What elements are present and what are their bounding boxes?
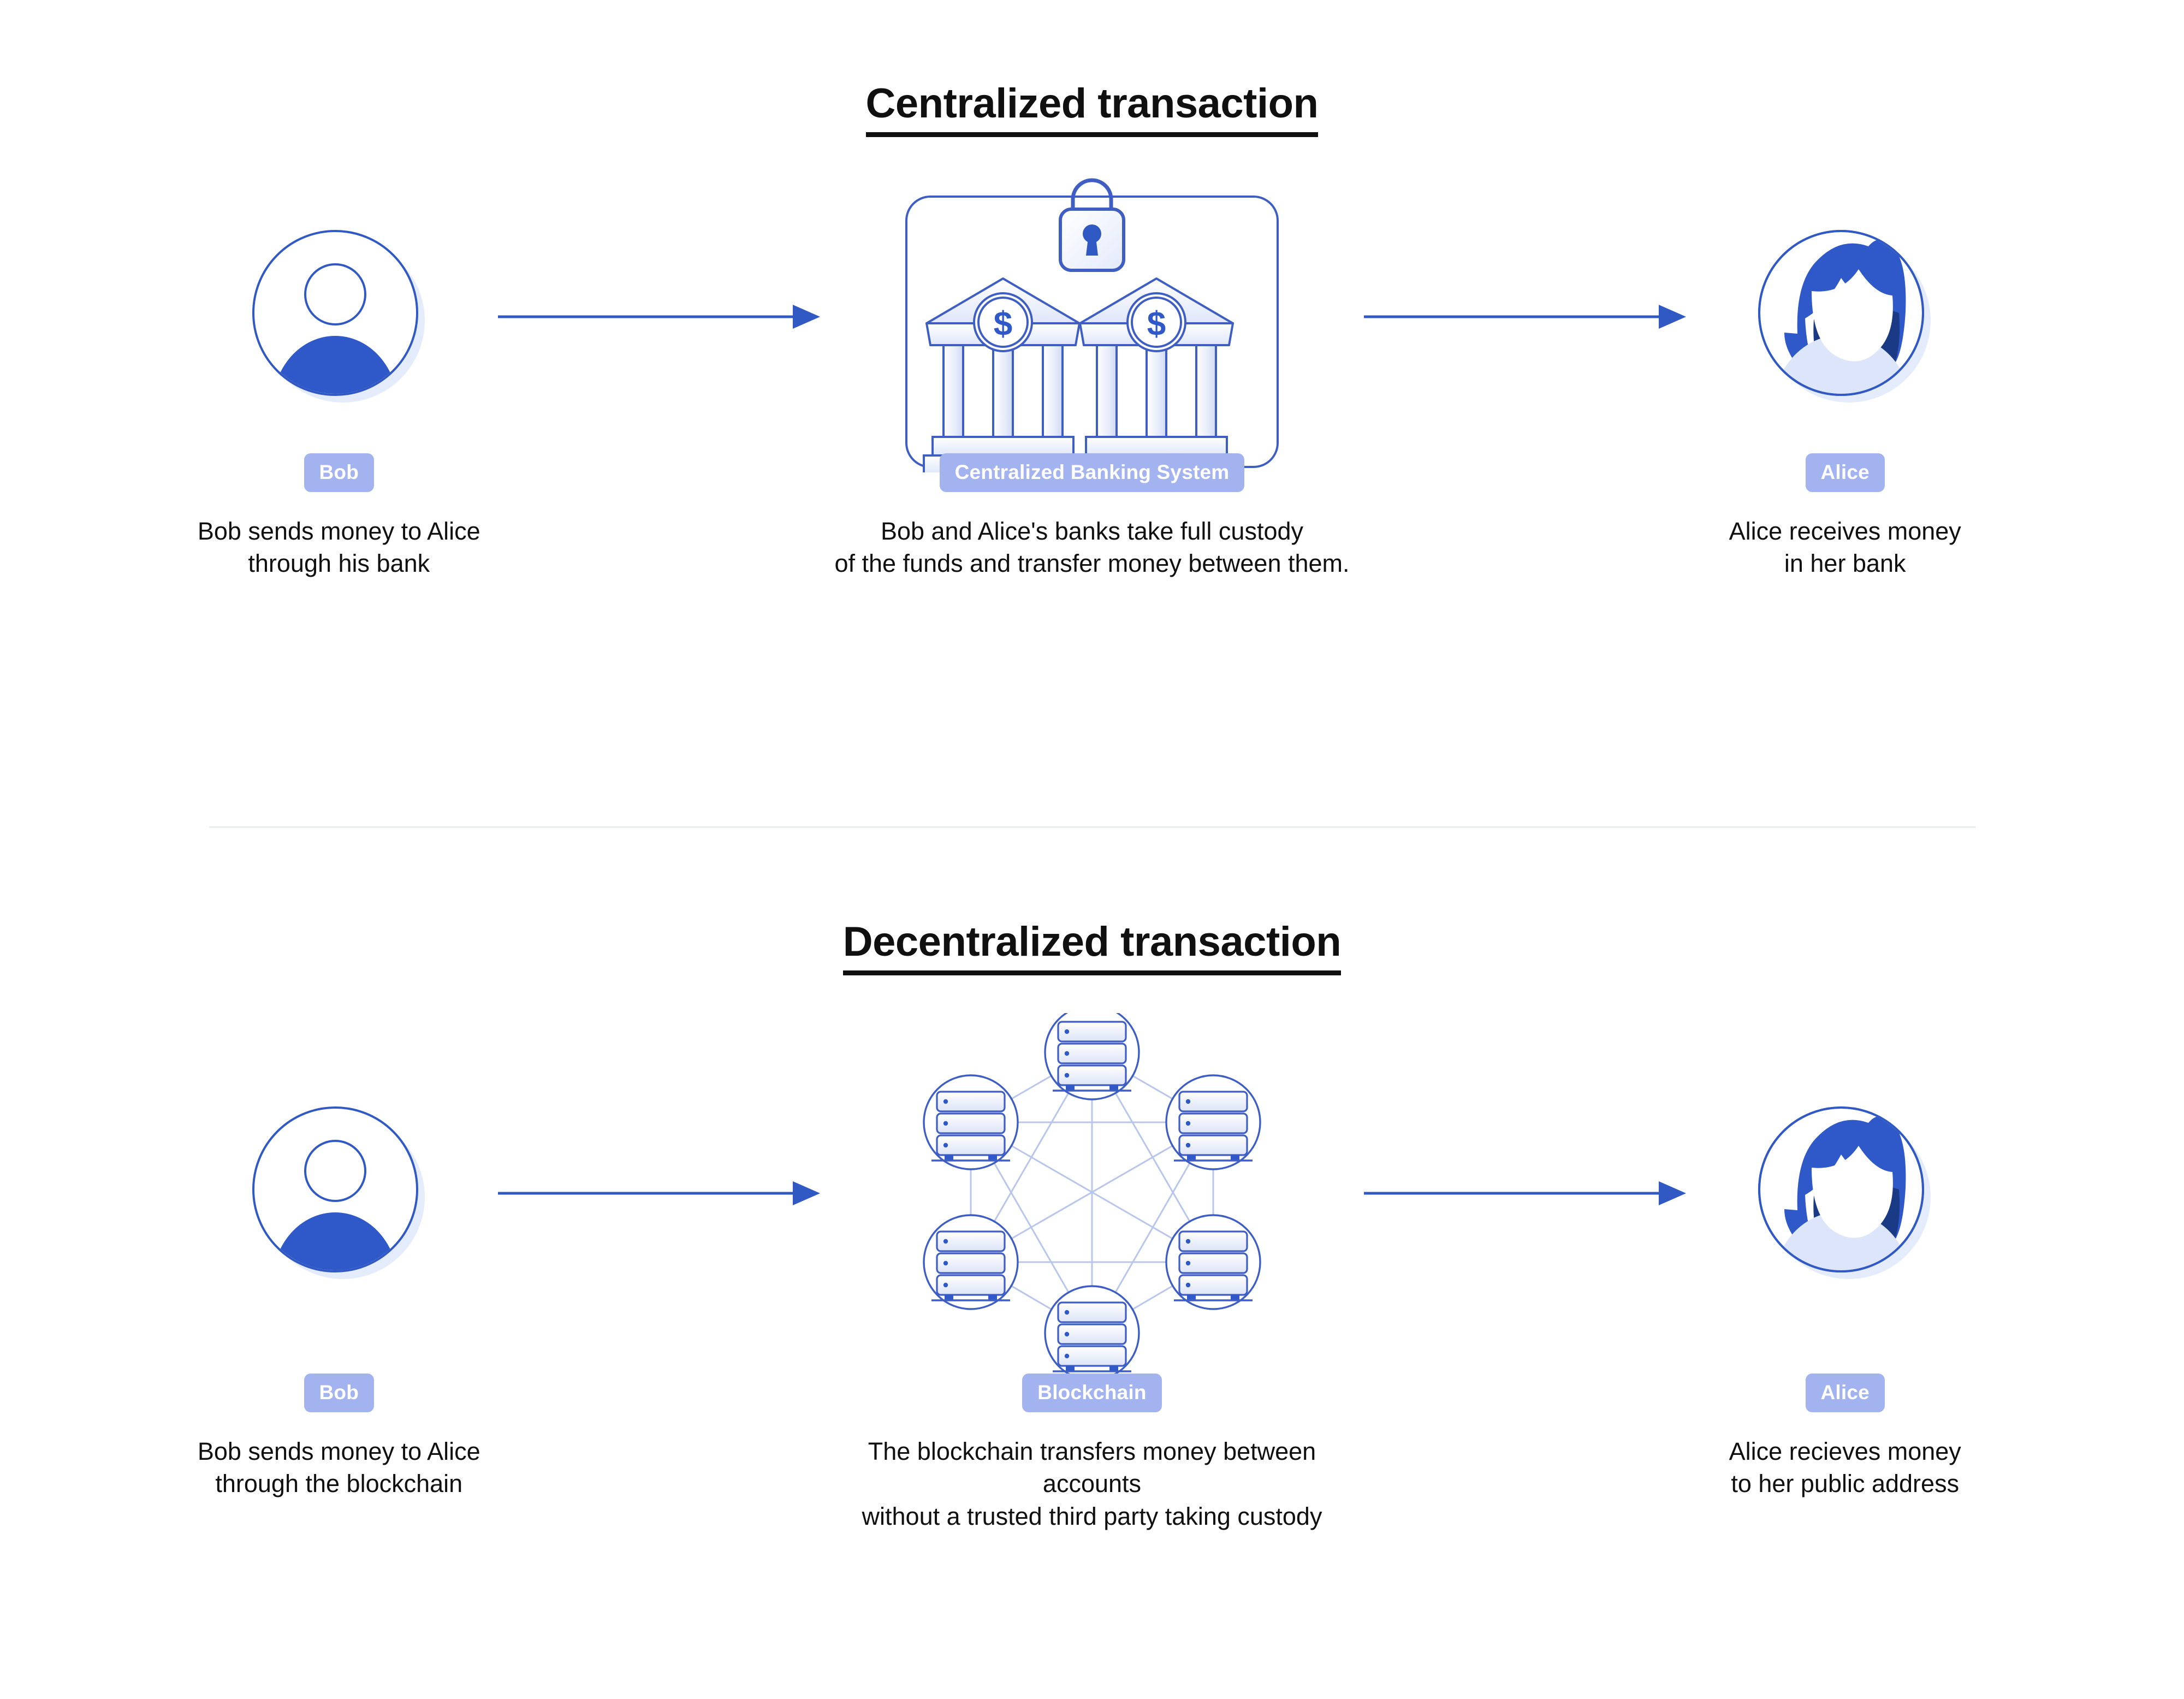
section-divider (209, 826, 1976, 828)
column-banks-centralized: $ $ (820, 178, 1364, 580)
section-title-centralized: Centralized transaction (0, 0, 2184, 137)
section-title-centralized-text: Centralized transaction (865, 83, 1319, 137)
svg-text:$: $ (994, 305, 1012, 343)
avatar-bob-centralized (249, 180, 429, 453)
node-top-left (923, 1074, 1019, 1170)
badge-centralized-banking-system: Centralized Banking System (939, 453, 1245, 492)
node-top-right (1165, 1074, 1261, 1170)
node-bottom (1044, 1285, 1140, 1374)
avatar-alice-decentralized (1755, 1013, 1935, 1374)
avatar-bob-decentralized (249, 1013, 429, 1374)
blockchain-node-mesh-illustration (912, 1013, 1272, 1374)
arrow-blockchain-to-alice (1364, 1013, 1687, 1374)
row-centralized: Bob Bob sends money to Alice through his… (0, 178, 2184, 580)
arrow-banks-to-alice (1364, 180, 1687, 453)
column-bob-centralized: Bob Bob sends money to Alice through his… (180, 180, 498, 580)
column-bob-decentralized: Bob Bob sends money to Alice through the… (180, 1013, 498, 1500)
caption-alice-decentralized: Alice recieves money to her public addre… (1729, 1437, 1961, 1498)
svg-text:$: $ (1147, 305, 1166, 343)
arrow-bob-to-blockchain (497, 1013, 820, 1374)
node-bottom-right (1165, 1214, 1261, 1310)
column-alice-centralized: Alice Alice receives money in her bank (1686, 180, 2004, 580)
badge-blockchain: Blockchain (1022, 1374, 1162, 1412)
section-decentralized: Decentralized transaction (0, 844, 2184, 1699)
caption-blockchain-decentralized: The blockchain transfers money between a… (862, 1437, 1322, 1530)
arrow-bob-to-banks (497, 180, 820, 453)
caption-alice-centralized: Alice receives money in her bank (1729, 517, 1961, 578)
caption-bob-centralized: Bob sends money to Alice through his ban… (197, 517, 480, 578)
caption-banks-centralized: Bob and Alice's banks take full custody … (834, 517, 1350, 578)
node-top (1044, 1013, 1140, 1100)
avatar-alice-centralized (1755, 180, 1935, 453)
section-title-decentralized-text: Decentralized transaction (842, 921, 1342, 975)
column-blockchain-decentralized: Blockchain The blockchain transfers mone… (820, 1013, 1364, 1532)
centralized-banking-illustration: $ $ (901, 178, 1283, 472)
badge-alice-centralized: Alice (1805, 453, 1885, 492)
section-title-decentralized: Decentralized transaction (0, 844, 2184, 975)
node-bottom-left (923, 1214, 1019, 1310)
lock-icon (1058, 178, 1125, 272)
section-centralized: Centralized transaction Bob (0, 0, 2184, 825)
badge-bob-centralized: Bob (304, 453, 375, 492)
column-alice-decentralized: Alice Alice recieves money to her public… (1686, 1013, 2004, 1500)
caption-bob-decentralized: Bob sends money to Alice through the blo… (197, 1437, 480, 1498)
badge-bob-decentralized: Bob (304, 1374, 375, 1412)
row-decentralized: Bob Bob sends money to Alice through the… (0, 1013, 2184, 1532)
badge-alice-decentralized: Alice (1805, 1374, 1885, 1412)
